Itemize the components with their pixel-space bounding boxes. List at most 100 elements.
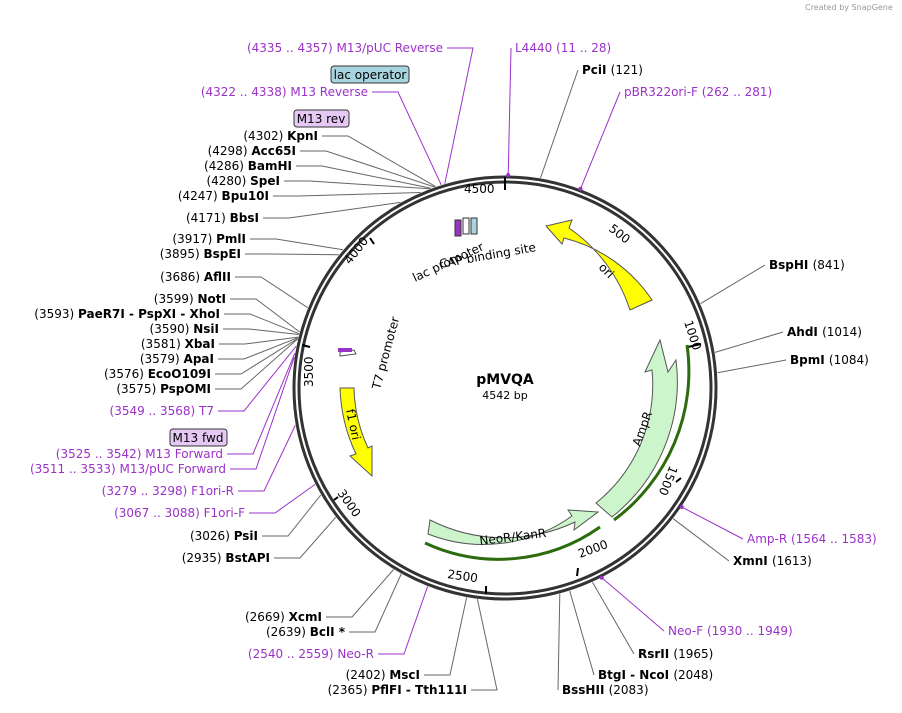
label-text: (4247) Bpu10I [178, 189, 269, 203]
left-label-msci[interactable]: (2402) MscI [346, 668, 420, 682]
m13-fwd-box[interactable]: M13 fwd [169, 428, 228, 447]
label-name: PaeR7I - PspXI - XhoI [78, 307, 220, 321]
label-name: NsiI [193, 322, 219, 336]
label-name: PspOMI [160, 382, 211, 396]
leader-line [326, 569, 394, 618]
left-label-t7[interactable]: (3549 .. 3568) T7 [110, 404, 214, 418]
left-label-psii[interactable]: (3026) PsiI [190, 529, 258, 543]
label-text: (4302) KpnI [243, 129, 318, 143]
label-position: (3686) [160, 270, 204, 284]
left-label-paer7i-pspxi-xhoi[interactable]: (3593) PaeR7I - PspXI - XhoI [34, 307, 220, 321]
left-label-aflii[interactable]: (3686) AflII [160, 270, 231, 284]
leader-line [230, 357, 295, 470]
leader-line [569, 590, 595, 676]
left-label-bstapi[interactable]: (2935) BstAPI [182, 551, 270, 565]
label-name: BspEI [203, 247, 241, 261]
tick-4500: 4500 [464, 182, 495, 196]
left-label-pmli[interactable]: (3917) PmlI [172, 232, 246, 246]
label-position: (3525 .. 3542) [56, 447, 146, 461]
label-text: (3511 .. 3533) M13/pUC Forward [30, 462, 226, 476]
label-text: (3590) NsiI [150, 322, 219, 336]
left-label-bbsi[interactable]: (4171) BbsI [186, 211, 259, 225]
label-text: (4298) Acc65I [208, 144, 296, 158]
right-label-bsphi[interactable]: BspHI (841) [769, 258, 845, 272]
right-label-neo-f[interactable]: Neo-F (1930 .. 1949) [668, 624, 793, 638]
snapgene-credit: Created by SnapGene [805, 3, 893, 12]
leader-line [263, 201, 401, 219]
label-position: (2402) [346, 668, 390, 682]
leader-line [274, 516, 337, 559]
left-label-f1ori-r[interactable]: (3279 .. 3298) F1ori-R [102, 484, 234, 498]
ampr-feature[interactable] [595, 338, 678, 518]
label-name: PsiI [234, 529, 258, 543]
left-label-bspei[interactable]: (3895) BspEI [160, 247, 241, 261]
label-text: (3686) AflII [160, 270, 231, 284]
label-text: (2540 .. 2559) Neo-R [248, 647, 374, 661]
lac-operator-box[interactable]: lac operator [330, 65, 410, 84]
label-text: L4440 (11 .. 28) [515, 41, 611, 55]
label-position: (2540 .. 2559) [248, 647, 338, 661]
label-text: (4335 .. 4357) M13/pUC Reverse [247, 41, 443, 55]
lac-operator-feature[interactable] [454, 219, 462, 237]
label-position: (1930 .. 1949) [707, 624, 793, 638]
left-label-bamhi[interactable]: (4286) BamHI [204, 159, 292, 173]
label-position: (4286) [204, 159, 248, 173]
left-label-xbai[interactable]: (3581) XbaI [141, 337, 215, 351]
label-position: (3917) [172, 232, 216, 246]
cap-binding-label: CAP binding site [438, 240, 537, 271]
left-label-bcli[interactable]: (2639) BclI * [266, 625, 346, 639]
label-position: (3579) [140, 352, 184, 366]
left-label-acc65i[interactable]: (4298) Acc65I [208, 144, 296, 158]
left-label-neo-r[interactable]: (2540 .. 2559) Neo-R [248, 647, 374, 661]
left-label-m13-puc-reverse[interactable]: (4335 .. 4357) M13/pUC Reverse [247, 41, 443, 55]
label-name: SpeI [250, 174, 280, 188]
leader-line [262, 494, 322, 537]
left-label-f1ori-f[interactable]: (3067 .. 3088) F1ori-F [114, 506, 245, 520]
left-label-nsii[interactable]: (3590) NsiI [150, 322, 219, 336]
label-name: PmlI [216, 232, 246, 246]
leader-line [215, 338, 299, 375]
right-label-xmni[interactable]: XmnI (1613) [733, 554, 812, 568]
label-text: (2639) BclI * [266, 625, 346, 639]
f1-ori-feature[interactable] [339, 387, 373, 478]
label-position: (3576) [104, 367, 148, 381]
left-label-m13-puc-forward[interactable]: (3511 .. 3533) M13/pUC Forward [30, 462, 226, 476]
m13-rev-box[interactable]: M13 rev [293, 109, 350, 128]
right-label-bpmi[interactable]: BpmI (1084) [790, 353, 869, 367]
leader-line [444, 47, 474, 184]
right-label-pcii[interactable]: PciI (121) [582, 63, 643, 77]
left-label-m13-forward[interactable]: (3525 .. 3542) M13 Forward [56, 447, 223, 461]
label-text: (2669) XcmI [245, 610, 322, 624]
label-text: (2935) BstAPI [182, 551, 270, 565]
leader-line [218, 337, 299, 360]
left-label-m13-reverse[interactable]: (4322 .. 4338) M13 Reverse [201, 85, 368, 99]
left-label-bpu10i[interactable]: (4247) Bpu10I [178, 189, 269, 203]
neor-label: NeoR/KanR [479, 526, 547, 548]
label-position: (121) [611, 63, 643, 77]
left-label-apai[interactable]: (3579) ApaI [140, 352, 214, 366]
left-label-noti[interactable]: (3599) NotI [154, 292, 226, 306]
label-position: (4335 .. 4357) [247, 41, 337, 55]
left-label-pspomi[interactable]: (3575) PspOMI [116, 382, 211, 396]
left-label-spei[interactable]: (4280) SpeI [206, 174, 280, 188]
right-label-pbr322ori-f[interactable]: pBR322ori-F (262 .. 281) [624, 85, 772, 99]
right-label-rsrii[interactable]: RsrII (1965) [638, 647, 713, 661]
right-label-amp-r[interactable]: Amp-R (1564 .. 1583) [747, 532, 877, 546]
label-position: (2083) [609, 683, 649, 697]
neor-feature[interactable] [427, 509, 600, 545]
label-text: (2402) MscI [346, 668, 420, 682]
left-label-ecoo109i[interactable]: (3576) EcoO109I [104, 367, 211, 381]
lac-promoter-feature[interactable] [462, 217, 470, 235]
leader-line [296, 165, 432, 189]
left-label-xcmi[interactable]: (2669) XcmI [245, 610, 322, 624]
right-label-btgi-ncoi[interactable]: BtgI - NcoI (2048) [598, 668, 713, 682]
label-text: (3917) PmlI [172, 232, 246, 246]
right-label-ahdi[interactable]: AhdI (1014) [787, 325, 862, 339]
left-label-pflfi-tth111i[interactable]: (2365) PflFI - Tth111I [328, 683, 467, 697]
cap-site-feature[interactable] [470, 217, 478, 235]
ori-feature[interactable] [545, 219, 653, 311]
right-label-bsshii[interactable]: BssHII (2083) [562, 683, 649, 697]
label-name: F1ori-F [204, 506, 245, 520]
left-label-kpni[interactable]: (4302) KpnI [243, 129, 318, 143]
right-label-l4440[interactable]: L4440 (11 .. 28) [515, 41, 611, 55]
